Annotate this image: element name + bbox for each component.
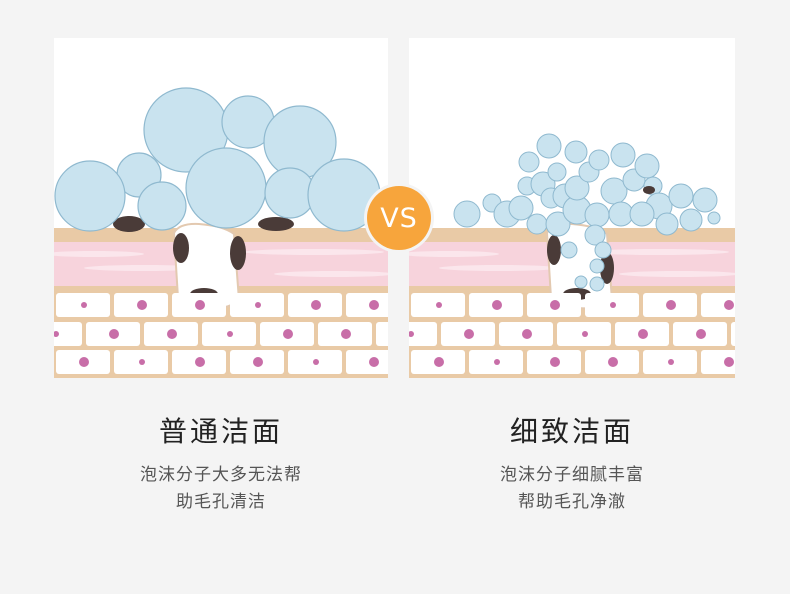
foam-bubble	[610, 142, 636, 168]
caption-desc-line2: 帮助毛孔净澈	[518, 492, 626, 512]
foam-bubble	[692, 187, 718, 213]
cell-nucleus	[409, 331, 414, 337]
cell-nucleus	[313, 359, 319, 365]
foam-bubble	[453, 200, 481, 228]
caption-desc-line1: 泡沫分子大多无法帮	[140, 465, 302, 485]
cell-nucleus	[341, 329, 351, 339]
skin-cell	[731, 322, 735, 346]
vs-badge: VS	[367, 186, 431, 250]
skin-diagram-right	[409, 133, 735, 378]
foam-bubble	[560, 241, 578, 259]
skin-cell	[701, 350, 735, 374]
skin-cells	[54, 293, 388, 374]
cell-nucleus	[724, 357, 734, 367]
illustration-fine-cleansing	[409, 38, 735, 378]
foam-bubble	[589, 276, 605, 292]
small-foam-bubbles	[453, 133, 721, 292]
caption-fine-cleansing: 细致洁面 泡沫分子细腻丰富 帮助毛孔净澈	[409, 410, 735, 516]
foam-bubble	[518, 151, 540, 173]
foam-bubble	[668, 183, 694, 209]
cell-nucleus	[434, 357, 444, 367]
foam-bubble	[508, 195, 534, 221]
skin-cell	[409, 322, 437, 346]
foam-bubble	[589, 258, 605, 274]
foam-bubble	[588, 149, 610, 171]
large-foam-bubbles	[54, 87, 381, 232]
cell-nucleus	[492, 300, 502, 310]
cell-nucleus	[109, 329, 119, 339]
skin-cell	[346, 293, 388, 317]
cell-nucleus	[253, 357, 263, 367]
cell-nucleus	[610, 302, 616, 308]
caption-title: 普通洁面	[158, 415, 283, 448]
skin-cell	[701, 293, 735, 317]
cell-nucleus	[139, 359, 145, 365]
foam-bubble	[545, 211, 571, 237]
cell-nucleus	[167, 329, 177, 339]
cell-nucleus	[464, 329, 474, 339]
cell-nucleus	[638, 329, 648, 339]
cell-nucleus	[608, 357, 618, 367]
foam-bubble	[608, 201, 634, 227]
cell-nucleus	[666, 300, 676, 310]
skin-cell	[346, 350, 388, 374]
surface-dirt	[113, 216, 145, 232]
cell-nucleus	[283, 329, 293, 339]
cell-nucleus	[79, 357, 89, 367]
cell-nucleus	[137, 300, 147, 310]
cell-nucleus	[227, 331, 233, 337]
foam-bubble	[536, 133, 562, 159]
foam-bubble	[679, 208, 703, 232]
cell-nucleus	[311, 300, 321, 310]
foam-bubble	[707, 211, 721, 225]
surface-dirt	[258, 217, 294, 231]
caption-desc-line1: 泡沫分子细腻丰富	[500, 465, 644, 485]
cell-nucleus	[724, 300, 734, 310]
cell-nucleus	[668, 359, 674, 365]
foam-bubble	[574, 275, 588, 289]
illustration-normal-cleansing	[54, 38, 388, 378]
dermis-stripes	[409, 249, 735, 277]
cell-nucleus	[494, 359, 500, 365]
caption-desc-line2: 助毛孔清洁	[176, 492, 266, 512]
cell-nucleus	[436, 302, 442, 308]
foam-bubble	[629, 201, 655, 227]
cell-nucleus	[522, 329, 532, 339]
cell-nucleus	[369, 300, 379, 310]
cell-nucleus	[369, 357, 379, 367]
foam-bubble	[584, 202, 610, 228]
cell-nucleus	[696, 329, 706, 339]
lifted-dirt	[643, 186, 655, 194]
foam-bubble	[564, 175, 590, 201]
pore-dirt	[230, 236, 246, 270]
cell-nucleus	[81, 302, 87, 308]
cell-nucleus	[195, 357, 205, 367]
skin-cell	[54, 322, 82, 346]
foam-bubble	[594, 241, 612, 259]
foam-bubble	[526, 213, 548, 235]
skin-diagram-left	[54, 87, 388, 378]
foam-bubble	[564, 140, 588, 164]
skin-cells	[409, 293, 735, 374]
skin-cell	[376, 322, 388, 346]
cell-nucleus	[195, 300, 205, 310]
cell-nucleus	[54, 331, 59, 337]
cell-nucleus	[550, 357, 560, 367]
pore-dirt	[173, 233, 189, 263]
foam-bubble	[634, 153, 660, 179]
cell-nucleus	[582, 331, 588, 337]
caption-title: 细致洁面	[509, 415, 634, 448]
cell-nucleus	[550, 300, 560, 310]
dermis-stripes	[54, 249, 388, 277]
foam-bubble	[584, 224, 606, 246]
foam-bubble	[547, 162, 567, 182]
pore-dirt	[600, 252, 614, 284]
foam-bubble	[655, 212, 679, 236]
caption-normal-cleansing: 普通洁面 泡沫分子大多无法帮 助毛孔清洁	[54, 410, 388, 516]
cell-nucleus	[255, 302, 261, 308]
pore-dirt	[547, 235, 561, 265]
